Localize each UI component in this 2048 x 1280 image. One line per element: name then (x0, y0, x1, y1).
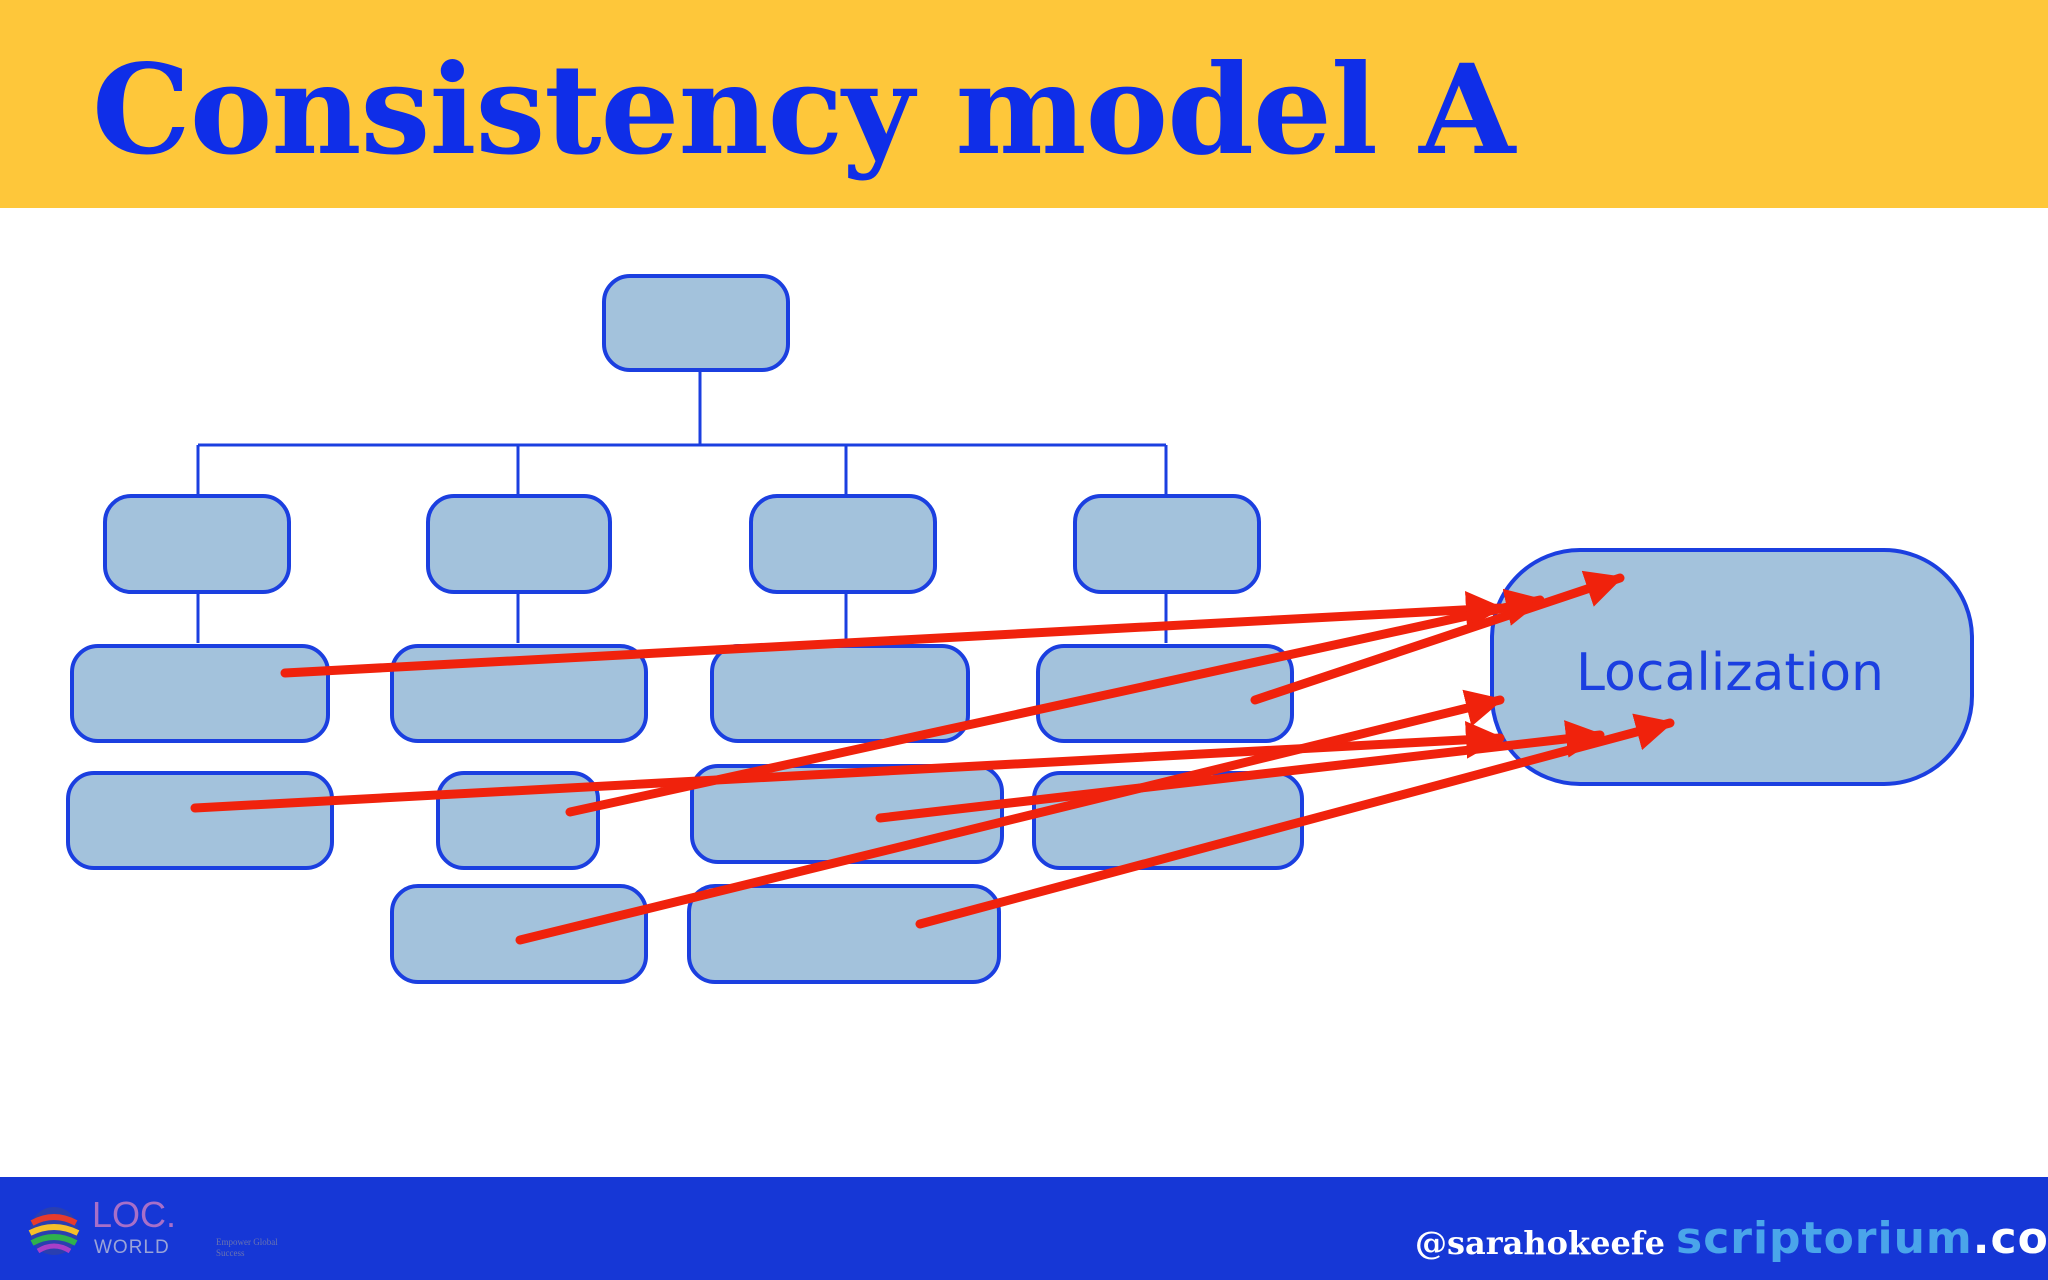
localization-label: Localization (1576, 643, 1884, 703)
root-box (602, 274, 790, 372)
brand-name: scriptorium (1676, 1213, 1973, 1264)
locworld-logo: LOC. WORLD Empower Global Success (26, 1193, 286, 1269)
arrow (915, 713, 1675, 929)
org-chart-diagram: Localization (66, 274, 1974, 984)
level1-box (426, 494, 612, 594)
level1-box (103, 494, 291, 594)
brand-tld: .com (1972, 1213, 2048, 1264)
slide-title: Consistency model A (92, 38, 1515, 183)
level4-box (687, 884, 1001, 984)
footer-bar: LOC. WORLD Empower Global Success @sarah… (0, 1177, 2048, 1280)
brand-wordmark: scriptorium.com (1676, 1213, 2048, 1264)
logo-tagline: Empower Global Success (216, 1237, 278, 1258)
arrow (1250, 570, 1625, 705)
level3-box (66, 771, 334, 870)
level1-box (1073, 494, 1261, 594)
globe-icon (28, 1207, 80, 1255)
logo-world-text: WORLD (94, 1237, 170, 1258)
arrow (875, 720, 1605, 823)
level2-box (390, 644, 648, 743)
title-banner: Consistency model A (0, 0, 2048, 208)
level1-box (749, 494, 937, 594)
translation-arrows (190, 570, 1675, 945)
connector-lines (196, 372, 1168, 643)
twitter-handle: @sarahokeefe (1415, 1224, 1665, 1262)
arrow (280, 590, 1505, 678)
localization-box (1490, 548, 1974, 786)
arrow (515, 689, 1505, 945)
level2-box (70, 644, 330, 743)
level4-box (390, 884, 648, 984)
logo-loc-text: LOC. (92, 1194, 177, 1235)
level2-box (710, 644, 970, 743)
arrow (565, 588, 1545, 817)
topic-boxes (66, 274, 1974, 984)
